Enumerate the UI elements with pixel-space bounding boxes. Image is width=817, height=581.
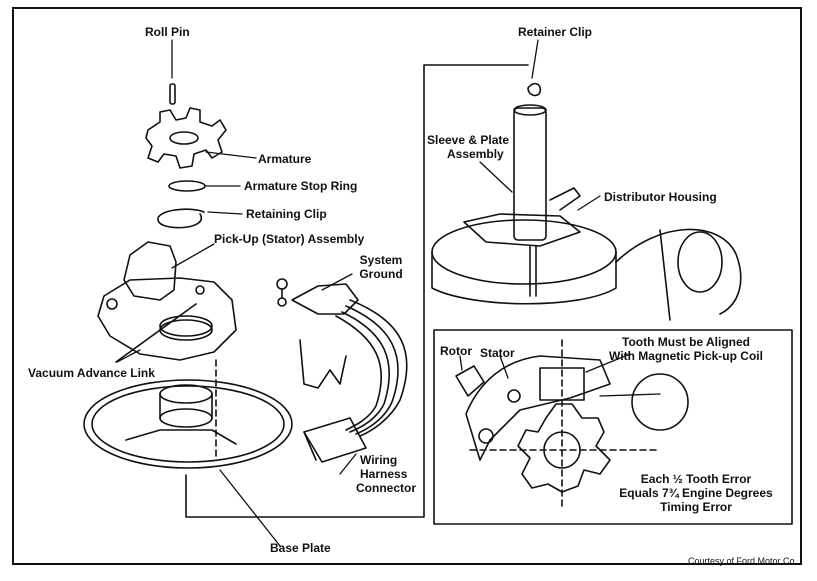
label-pickup-assembly: Pick-Up (Stator) Assembly <box>214 232 365 246</box>
sleeve-plate-part <box>463 104 581 297</box>
credit-line: Courtesy of Ford Motor Co. <box>687 556 797 566</box>
label-armature-stop-ring: Armature Stop Ring <box>244 179 358 193</box>
label-error-3: Timing Error <box>660 500 732 514</box>
retaining-clip-part <box>157 208 205 229</box>
label-system-ground-1: System <box>359 253 403 267</box>
label-retainer-clip: Retainer Clip <box>518 25 593 39</box>
label-distributor-housing: Distributor Housing <box>604 190 717 204</box>
leader-lines <box>116 39 661 547</box>
wiring-harness-part <box>291 283 408 463</box>
label-retaining-clip: Retaining Clip <box>246 207 327 221</box>
label-tooth-1: Tooth Must be Aligned <box>622 335 750 349</box>
figure-frame <box>12 7 802 565</box>
armature-part <box>145 107 227 169</box>
label-system-ground-2: Ground <box>359 267 403 281</box>
retainer-clip-part <box>527 82 542 97</box>
distributor-housing-part <box>431 219 742 321</box>
armature-stop-ring-part <box>168 180 206 192</box>
label-roll-pin: Roll Pin <box>145 25 190 39</box>
base-plate-part <box>83 359 293 469</box>
stator-rotor-detail <box>455 339 689 511</box>
label-error-1: Each ½ Tooth Error <box>640 472 752 486</box>
assembly-bracket-line <box>185 64 529 518</box>
label-wiring-3: Connector <box>356 481 416 495</box>
roll-pin-part <box>169 83 176 105</box>
label-base-plate: Base Plate <box>270 541 331 555</box>
label-rotor: Rotor <box>440 344 472 358</box>
label-armature: Armature <box>258 152 312 166</box>
label-sleeve-2: Assembly <box>447 147 504 161</box>
label-tooth-2: With Magnetic Pick-up Coil <box>609 349 763 363</box>
vacuum-advance-link-part <box>115 303 197 363</box>
pickup-assembly-part <box>97 241 237 361</box>
detail-inset-box <box>433 329 793 525</box>
label-error-2: Equals 7¾ Engine Degrees <box>619 486 773 500</box>
label-vacuum-advance-link: Vacuum Advance Link <box>28 366 155 380</box>
label-wiring-1: Wiring <box>360 453 398 467</box>
label-sleeve-1: Sleeve & Plate <box>427 133 510 147</box>
label-stator: Stator <box>480 346 515 360</box>
label-wiring-2: Harness <box>360 467 408 481</box>
ground-screw-part <box>276 278 288 307</box>
